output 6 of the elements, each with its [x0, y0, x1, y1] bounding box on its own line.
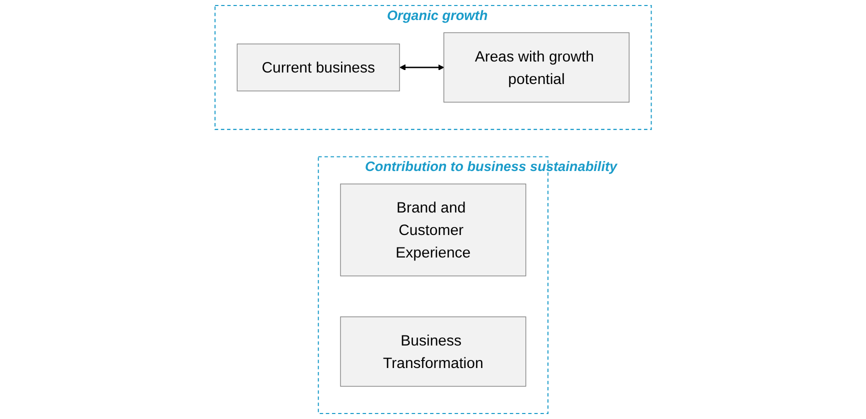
arrow [399, 64, 444, 70]
node-label: Contribution to business sustainability [364, 159, 617, 174]
node-box: Areas with growth potential [443, 32, 630, 103]
node-box: Brand and Customer Experience [340, 184, 526, 276]
node-box: Business Transformation [340, 316, 526, 387]
node-box: Current business [236, 44, 400, 92]
